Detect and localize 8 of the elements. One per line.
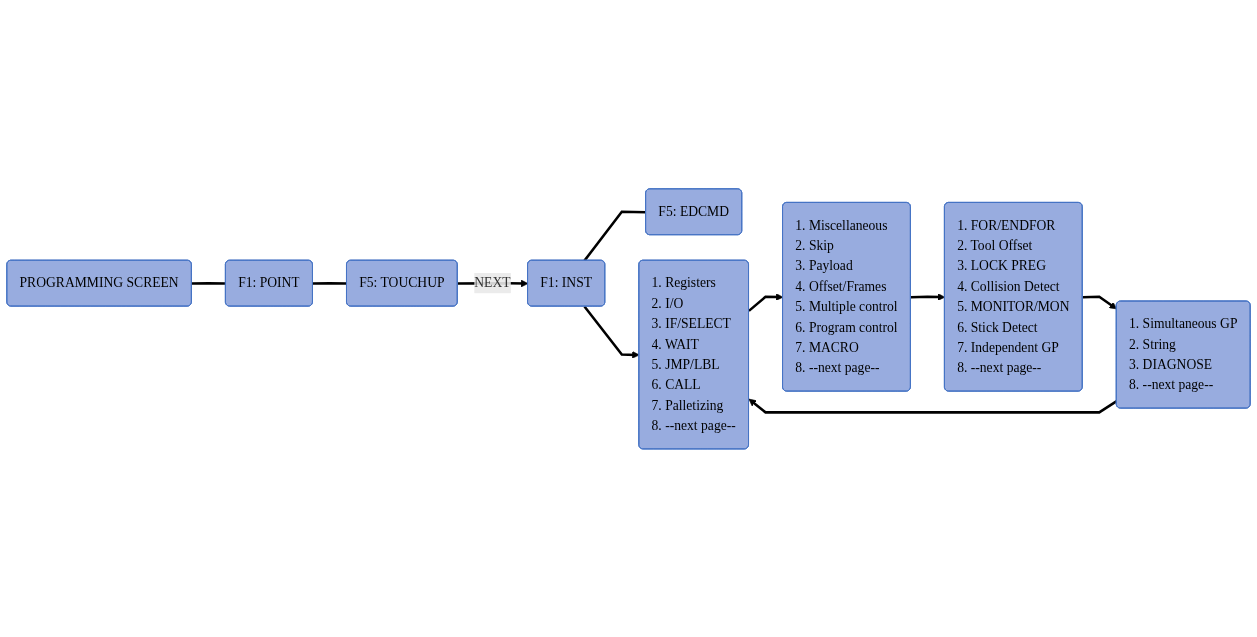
arrow [748, 398, 1118, 414]
connector [191, 281, 226, 285]
arrow [910, 292, 946, 301]
arrow [583, 305, 640, 359]
arrow [748, 292, 784, 312]
connector [312, 281, 347, 285]
edge-label: NEXT [474, 275, 511, 290]
arrow [1082, 295, 1117, 309]
